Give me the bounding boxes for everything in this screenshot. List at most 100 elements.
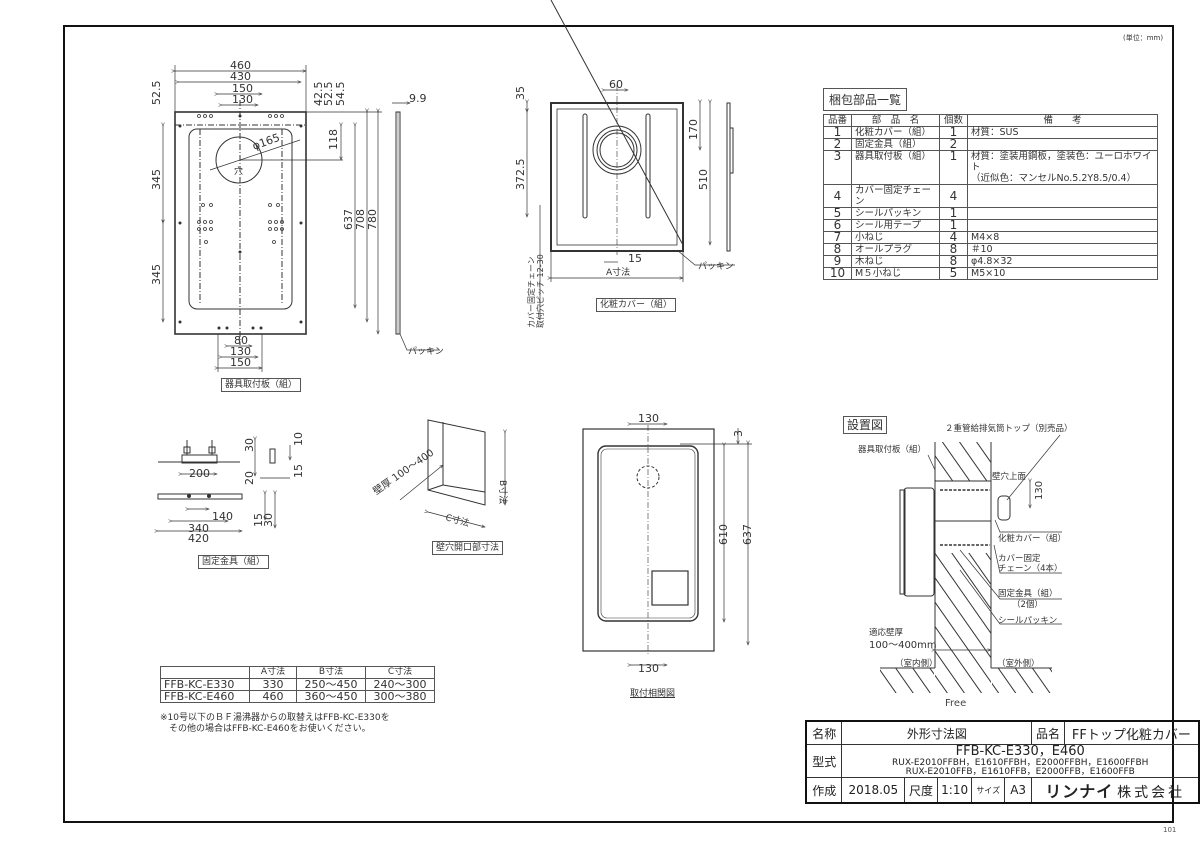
part-no: 10: [823, 267, 852, 280]
label-hole-top: 壁穴上面: [992, 472, 1027, 482]
dim-54-5: 54.5: [334, 82, 347, 107]
part-name: オールプラグ: [851, 243, 940, 256]
tb-company: リンナイ 株式会社: [1031, 777, 1200, 804]
part-note: 材質：SUS: [967, 126, 1158, 139]
dim-637: 637: [342, 209, 355, 230]
packing-label-plate: パッキン: [408, 347, 444, 357]
dim-420: 420: [188, 532, 209, 545]
part-note: [967, 219, 1158, 232]
dims-header-b: B寸法: [296, 666, 366, 679]
dimension-note: ※10号以下のＢＦ湯沸器からの取替えはFFB-KC-E330を その他の場合はF…: [160, 713, 390, 735]
part-note: [967, 207, 1158, 220]
part-note: M5×10: [967, 267, 1158, 280]
tb-product-label: 品名: [1031, 720, 1065, 745]
dim-20: 20: [243, 471, 256, 485]
parts-header-row: 品番 部 品 名 個数 備 考: [823, 114, 1158, 127]
sheet-number: 101: [1163, 826, 1177, 834]
dim-510: 510: [697, 169, 710, 190]
parts-header-note: 備 考: [967, 114, 1158, 127]
tb-size-value: A3: [1003, 777, 1033, 804]
wall-thickness: 壁厚 100～400: [370, 446, 436, 498]
dim-170: 170: [687, 119, 700, 140]
dims-model: FFB-KC-E330: [160, 678, 250, 691]
tb-model-label: 型式: [805, 744, 843, 778]
label-vent-top: ２重管給排気筒トップ（別売品）: [945, 424, 1073, 434]
dims-a: 460: [249, 690, 297, 703]
dims-header-a: A寸法: [249, 666, 297, 679]
dim-460: 460: [230, 59, 251, 72]
dim-3: 3: [732, 430, 745, 437]
dim-610: 610: [717, 524, 730, 545]
dim-130-install: 130: [1034, 481, 1045, 500]
part-name: シール用テープ: [851, 219, 940, 232]
part-qty: 4: [939, 184, 968, 208]
dim-a: A寸法: [606, 266, 630, 278]
dim-140: 140: [212, 510, 233, 523]
part-name: M５小ねじ: [851, 267, 940, 280]
dim-130-top: 130: [232, 93, 253, 106]
dim-15-side: 15: [292, 464, 305, 478]
dim-345-upper: 345: [150, 169, 163, 190]
dimension-note-line2: その他の場合はFFB-KC-E460をお使いください。: [160, 724, 371, 734]
part-note-line1: 材質：塗装用鋼板，塗装色：ユーロホワイト: [971, 151, 1152, 173]
packing-label-cover: パッキン: [698, 262, 734, 272]
label-plate: 器具取付板（組）: [858, 445, 927, 455]
bracket-view: [158, 440, 290, 531]
dim-30-b: 30: [262, 513, 275, 527]
dim-15-b: 15: [252, 513, 265, 527]
part-note: [967, 138, 1158, 151]
dims-b: 250～450: [296, 678, 366, 691]
assembly-view: [582, 424, 752, 665]
dim-9-9: 9.9: [409, 92, 427, 105]
tb-created-value: 2018.05: [841, 777, 906, 804]
dim-150-bottom: 150: [230, 356, 251, 369]
label-bracket-1: 固定金具（組）: [998, 589, 1058, 599]
tb-name-value: 外形寸法図: [841, 720, 1033, 745]
part-name: 小ねじ: [851, 231, 940, 244]
label-chain-1: カバー固定: [998, 554, 1041, 564]
dim-708: 708: [354, 209, 367, 230]
part-note-line2: （近似色：マンセルNo.5.2Y8.5/0.4）: [971, 173, 1137, 184]
dims-b: 360～450: [296, 690, 366, 703]
part-name: カバー固定チェーン: [851, 184, 940, 208]
label-bracket-2: （2個）: [1012, 600, 1043, 610]
dim-200: 200: [189, 467, 210, 480]
caption-bracket: 固定金具（組）: [198, 555, 270, 569]
part-no: 3: [823, 150, 852, 185]
label-seal: シールパッキン: [998, 616, 1058, 626]
dim-80: 80: [234, 334, 248, 347]
mounting-plate-view: [163, 65, 382, 372]
tb-model-main: FFB-KC-E330，E460: [955, 744, 1085, 759]
caption-cover: 化粧カバー（組）: [596, 298, 677, 312]
dims-c: 300～380: [365, 690, 435, 703]
dim-b: B寸法: [497, 480, 509, 504]
unit-note: (単位：mm): [1123, 34, 1164, 42]
caption-mounting-plate: 器具取付板（組）: [221, 378, 302, 392]
dim-637-assy: 637: [741, 524, 754, 545]
dim-150-top: 150: [232, 82, 253, 95]
parts-list-title: 梱包部品一覧: [823, 88, 908, 111]
tb-model-sub-2: RUX-E2010FFB，E1610FFB，E2000FFB，E1600FFB: [905, 767, 1135, 777]
footer-free-label: Free: [945, 698, 967, 709]
table-row: FFB-KC-E460 460 360～450 300～380: [160, 690, 435, 703]
label-chain-2: チェーン（4本）: [998, 564, 1063, 574]
dim-35: 35: [514, 86, 527, 100]
tb-model-sub-1: RUX-E2010FFBH，E1610FFBH，E2000FFBH，E1600F…: [892, 758, 1149, 768]
dim-372-5: 372.5: [514, 159, 527, 191]
label-wall-range-2: 100～400mm: [869, 640, 937, 651]
dimension-table: A寸法 B寸法 C寸法 FFB-KC-E330 330 250～450 240～…: [160, 666, 435, 703]
chain-label-2: 取付穴ピッチ 12-30: [535, 254, 545, 328]
part-name: 木ねじ: [851, 255, 940, 268]
part-qty: 1: [939, 150, 968, 185]
dim-30-top: 30: [243, 438, 256, 452]
dim-c: C寸法: [444, 511, 471, 529]
dim-430: 430: [230, 70, 251, 83]
